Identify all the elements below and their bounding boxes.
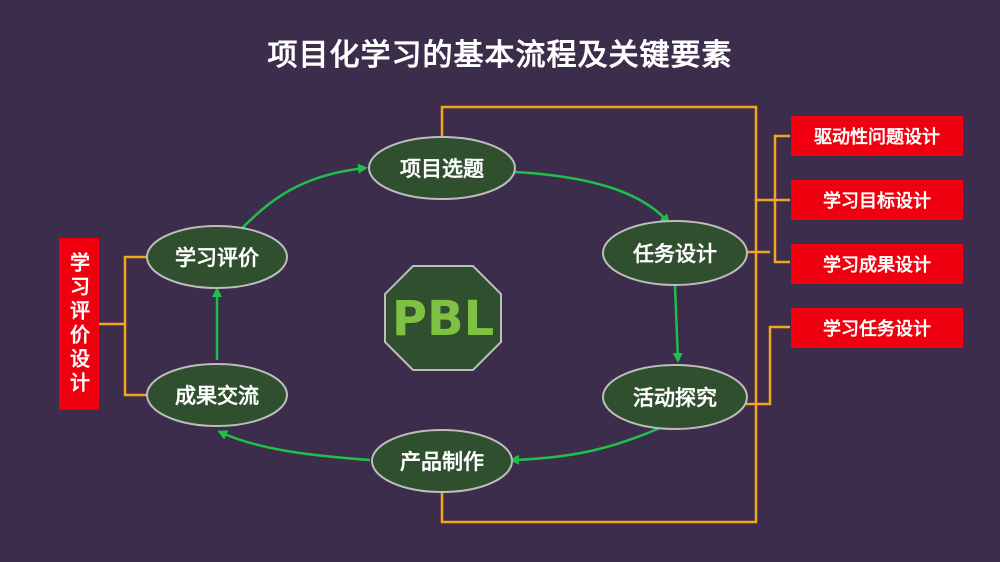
element-learning-evaluation-design: 学习评价设计 — [59, 238, 99, 410]
node-result-exchange: 成果交流 — [146, 363, 288, 427]
svg-text:活动探究: 活动探究 — [633, 386, 717, 410]
svg-text:产品制作: 产品制作 — [400, 450, 484, 474]
svg-text:成果交流: 成果交流 — [175, 384, 259, 408]
node-product-making: 产品制作 — [371, 429, 513, 493]
node-task-design: 任务设计 — [602, 220, 748, 286]
node-learning-evaluation: 学习评价 — [146, 225, 288, 289]
left-bracket — [123, 255, 148, 397]
page-title: 项目化学习的基本流程及关键要素 — [267, 38, 733, 73]
node-activity-inquiry: 活动探究 — [602, 364, 748, 430]
element-driving-question: 驱动性问题设计 — [791, 116, 963, 156]
svg-text:任务设计: 任务设计 — [632, 242, 717, 266]
arrow-evaluation-to-topic — [237, 163, 368, 233]
svg-text:学习评价: 学习评价 — [175, 246, 260, 270]
arrow-activity-to-product — [509, 426, 661, 465]
connector-activity — [744, 325, 790, 406]
pbl-center-badge: PBL — [384, 265, 502, 371]
node-project-topic: 项目选题 — [368, 136, 516, 200]
arrow-task-to-activity — [672, 285, 683, 363]
arrow-topic-to-task — [514, 170, 670, 225]
connector-lines — [99, 105, 790, 524]
svg-text:项目选题: 项目选题 — [400, 157, 485, 181]
flow-arrows — [212, 163, 683, 465]
connector-topic-product — [440, 105, 758, 524]
svg-text:PBL: PBL — [392, 291, 494, 347]
element-learning-goal: 学习目标设计 — [791, 180, 963, 220]
arrow-product-to-result — [217, 430, 371, 462]
element-learning-task: 学习任务设计 — [791, 308, 963, 348]
element-learning-outcome: 学习成果设计 — [791, 244, 963, 284]
